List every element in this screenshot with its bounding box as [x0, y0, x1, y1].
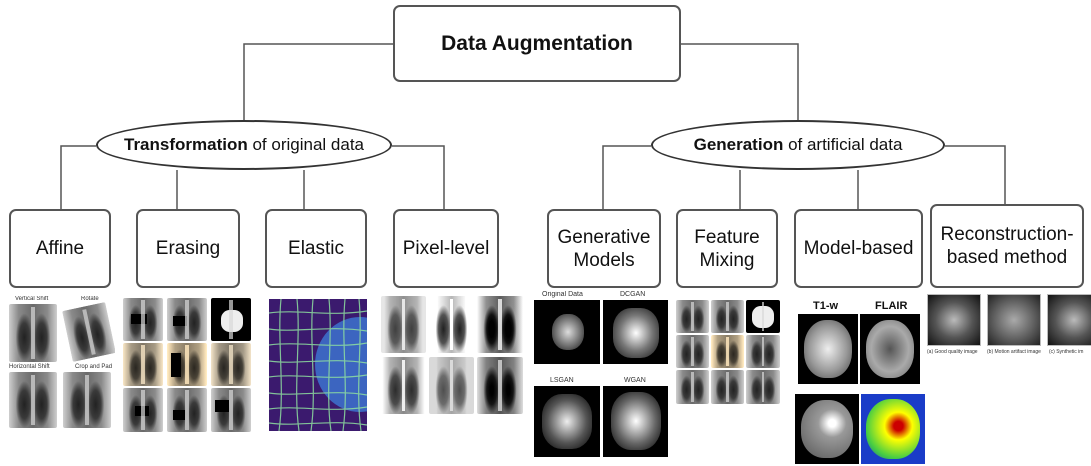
cardiac-mri-image — [603, 300, 668, 364]
cardiac-image — [1047, 294, 1091, 346]
affine-caption-horizontal: Horizontal Shift — [9, 364, 50, 370]
erasing-example-image — [123, 298, 251, 432]
cardiac-image — [987, 294, 1041, 346]
model-based-example-image: T1-w FLAIR — [795, 298, 925, 466]
elastic-example-image — [269, 299, 367, 431]
method-reconstruction: Reconstruction- based method — [930, 204, 1084, 288]
method-pixel-level: Pixel-level — [393, 209, 499, 288]
recon-caption-c: (c) Synthetic im — [1049, 349, 1084, 355]
pixel-level-example-image — [381, 296, 523, 414]
method-reconstruction-line1: Reconstruction- — [940, 224, 1074, 245]
root-title: Data Augmentation — [441, 31, 633, 55]
cardiac-mri-image — [603, 386, 668, 457]
recon-caption-b: (b) Motion artifact image — [987, 349, 1041, 355]
brain-mri-image — [860, 314, 920, 384]
affine-caption-vertical: Vertical Shift — [15, 296, 49, 302]
method-affine: Affine — [9, 209, 111, 288]
branch-generation-bold: Generation — [693, 135, 784, 154]
method-generative-line1: Generative — [557, 226, 651, 248]
method-erasing-label: Erasing — [155, 238, 221, 259]
method-affine-label: Affine — [35, 238, 85, 259]
affine-example-image: Vertical Shift Rotate Horizontal Shift C… — [5, 296, 115, 431]
feature-mixing-example-image — [676, 300, 780, 404]
affine-caption-crop: Crop and Pad — [75, 364, 113, 370]
method-feature-line2: Mixing — [699, 249, 755, 271]
method-generative-models: Generative Models — [547, 209, 661, 288]
recon-caption-a: (a) Good quality image — [927, 349, 978, 355]
gan-caption-wgan: WGAN — [624, 377, 646, 384]
brain-segmentation-image — [861, 394, 925, 464]
generative-models-example-image: Original Data DCGAN LSGAN WGAN — [534, 291, 668, 458]
cardiac-mri-image — [534, 300, 600, 364]
branch-transformation: Transformation of original data — [96, 120, 392, 170]
reconstruction-example-image: (a) Good quality image (b) Motion artifa… — [927, 294, 1091, 362]
method-elastic: Elastic — [265, 209, 367, 288]
method-feature-line1: Feature — [694, 226, 760, 248]
gan-caption-lsgan: LSGAN — [550, 377, 574, 384]
affine-caption-rotate: Rotate — [81, 296, 99, 302]
method-reconstruction-line2: based method — [946, 247, 1068, 268]
mri-caption-t1: T1-w — [813, 300, 839, 312]
method-elastic-label: Elastic — [288, 238, 344, 259]
xray-image — [62, 301, 115, 363]
method-erasing: Erasing — [136, 209, 240, 288]
brain-mri-image — [795, 394, 859, 464]
branch-transformation-rest: of original data — [247, 135, 364, 154]
xray-image — [9, 304, 57, 362]
cardiac-mri-image — [534, 386, 600, 457]
xray-image — [9, 372, 57, 428]
mri-caption-flair: FLAIR — [875, 300, 908, 312]
root-node: Data Augmentation — [393, 5, 681, 82]
method-model-based-label: Model-based — [803, 238, 914, 259]
branch-transformation-bold: Transformation — [124, 135, 248, 154]
method-generative-line2: Models — [573, 249, 635, 271]
branch-generation: Generation of artificial data — [651, 120, 945, 170]
gan-caption-original: Original Data — [542, 291, 583, 298]
brain-mri-image — [798, 314, 858, 384]
gan-caption-dcgan: DCGAN — [620, 291, 646, 298]
cardiac-image — [927, 294, 981, 346]
xray-image — [63, 372, 111, 428]
branch-generation-rest: of artificial data — [783, 135, 903, 154]
method-model-based: Model-based — [794, 209, 923, 288]
method-feature-mixing: Feature Mixing — [676, 209, 778, 288]
method-pixel-level-label: Pixel-level — [402, 238, 490, 259]
